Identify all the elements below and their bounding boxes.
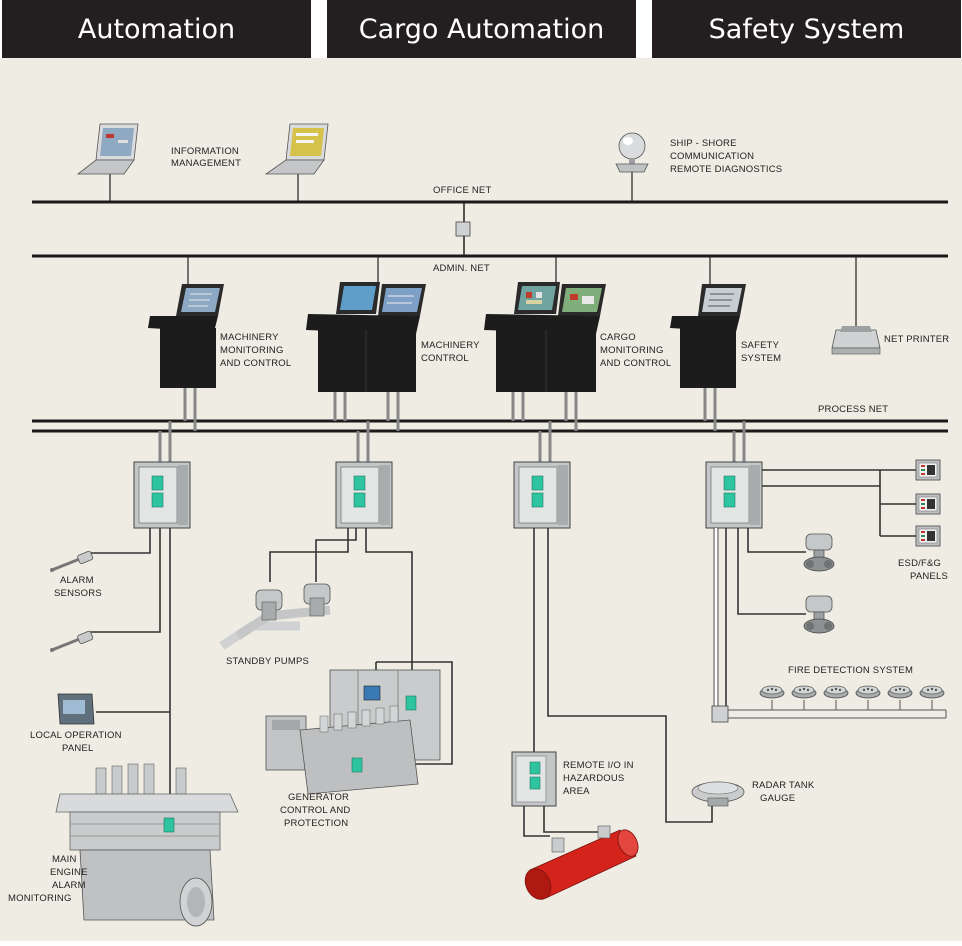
admin-net-label: ADMIN. NET	[433, 263, 490, 274]
svg-text:MACHINERY: MACHINERY	[421, 340, 480, 351]
alarm-sensor-icon	[48, 629, 95, 654]
esd-panels-label: ESD/F&G PANELS	[898, 558, 948, 582]
remote-io-cabinet	[511, 751, 557, 807]
safety-valve-icon	[803, 533, 835, 572]
svg-text:MONITORING: MONITORING	[8, 893, 72, 904]
safety-system-console	[670, 256, 746, 431]
network-diagram: OFFICE NET ADMIN. NET PROCESS NET INFORM…	[0, 58, 962, 941]
svg-text:REMOTE I/O IN: REMOTE I/O IN	[563, 760, 634, 771]
io-cabinet-machinery	[133, 461, 191, 529]
satellite-globe-icon	[615, 132, 649, 202]
fire-detector-icon	[919, 685, 945, 699]
svg-text:ALARM: ALARM	[60, 575, 94, 586]
safety-valve-icon	[803, 595, 835, 634]
printer-icon	[831, 256, 881, 355]
svg-text:ENGINE: ENGINE	[50, 867, 88, 878]
svg-text:PANEL: PANEL	[62, 743, 93, 754]
svg-text:CARGO: CARGO	[600, 332, 636, 343]
main-engine-label: MAIN ENGINE ALARM MONITORING	[8, 854, 88, 904]
machinery-monitoring-label: MACHINERY MONITORING AND CONTROL	[220, 332, 291, 369]
laptop-icon	[264, 123, 329, 202]
svg-text:ESD/F&G: ESD/F&G	[898, 558, 941, 569]
network-switch	[455, 202, 471, 256]
esd-panel-icon	[915, 459, 941, 481]
fire-detector-icon	[823, 685, 849, 699]
fire-detector-icon	[887, 685, 913, 699]
esd-panel-icon	[915, 493, 941, 515]
cargo-monitoring-label: CARGO MONITORING AND CONTROL	[600, 332, 671, 369]
svg-text:HAZARDOUS: HAZARDOUS	[563, 773, 624, 784]
machinery-control-console	[306, 256, 426, 431]
cargo-monitoring-console	[484, 256, 606, 431]
local-operation-panel-label: LOCAL OPERATION PANEL	[30, 730, 122, 754]
diagram-svg: OFFICE NET ADMIN. NET PROCESS NET INFORM…	[8, 123, 949, 927]
svg-text:PROTECTION: PROTECTION	[284, 818, 348, 829]
machinery-control-label: MACHINERY CONTROL	[421, 340, 480, 364]
svg-text:SENSORS: SENSORS	[54, 588, 102, 599]
standby-pumps-icon	[219, 583, 331, 650]
radar-gauge-icon	[691, 781, 745, 807]
alarm-sensors-label: ALARM SENSORS	[54, 575, 102, 599]
svg-text:MONITORING: MONITORING	[600, 345, 664, 356]
header-cargo-automation: Cargo Automation	[327, 0, 636, 58]
radar-tank-gauge-label: RADAR TANK GAUGE	[752, 780, 815, 804]
alarm-sensor-icon	[48, 549, 95, 574]
header-automation: Automation	[2, 0, 311, 58]
fire-detection-label: FIRE DETECTION SYSTEM	[788, 665, 913, 676]
fire-detector-icon	[855, 685, 881, 699]
fire-detector-icon	[791, 685, 817, 699]
hazardous-pipe-icon	[524, 825, 639, 900]
esd-panel-icon	[915, 525, 941, 547]
svg-text:MAIN: MAIN	[52, 854, 77, 865]
svg-text:COMMUNICATION: COMMUNICATION	[670, 151, 754, 162]
svg-text:GENERATOR: GENERATOR	[288, 792, 349, 803]
svg-text:SYSTEM: SYSTEM	[741, 353, 781, 364]
svg-text:AND CONTROL: AND CONTROL	[600, 358, 671, 369]
io-cabinet-generator	[335, 461, 393, 529]
standby-pumps-label: STANDBY PUMPS	[226, 656, 309, 667]
machinery-wiring	[88, 528, 171, 822]
svg-text:AND CONTROL: AND CONTROL	[220, 358, 291, 369]
svg-text:GAUGE: GAUGE	[760, 793, 795, 804]
svg-text:REMOTE DIAGNOSTICS: REMOTE DIAGNOSTICS	[670, 164, 782, 175]
svg-text:MONITORING: MONITORING	[220, 345, 284, 356]
svg-text:PANELS: PANELS	[910, 571, 948, 582]
cargo-wiring	[523, 528, 713, 837]
svg-text:LOCAL OPERATION: LOCAL OPERATION	[30, 730, 122, 741]
svg-text:SHIP - SHORE: SHIP - SHORE	[670, 138, 737, 149]
safety-system-label: SAFETY SYSTEM	[741, 340, 781, 364]
generator-icon	[265, 669, 441, 795]
office-net-label: OFFICE NET	[433, 185, 491, 196]
ship-shore-label: SHIP - SHORE COMMUNICATION REMOTE DIAGNO…	[670, 138, 782, 175]
header-safety-system: Safety System	[652, 0, 961, 58]
net-printer-label: NET PRINTER	[884, 334, 949, 345]
local-operation-panel-icon	[57, 693, 95, 725]
svg-text:MANAGEMENT: MANAGEMENT	[171, 158, 241, 169]
generator-control-label: GENERATOR CONTROL AND PROTECTION	[280, 792, 350, 829]
laptop-icon	[76, 123, 139, 202]
svg-text:CONTROL: CONTROL	[421, 353, 469, 364]
io-cabinet-safety	[705, 461, 763, 529]
remote-io-label: REMOTE I/O IN HAZARDOUS AREA	[563, 760, 634, 797]
svg-text:SAFETY: SAFETY	[741, 340, 780, 351]
svg-text:AREA: AREA	[563, 786, 590, 797]
svg-text:INFORMATION: INFORMATION	[171, 146, 239, 157]
info-management-label: INFORMATION MANAGEMENT	[171, 146, 241, 169]
io-cabinet-cargo	[513, 461, 571, 529]
svg-text:RADAR TANK: RADAR TANK	[752, 780, 815, 791]
svg-text:CONTROL AND: CONTROL AND	[280, 805, 350, 816]
safety-wiring	[725, 469, 916, 706]
cabinet-drops	[158, 421, 746, 462]
svg-text:MACHINERY: MACHINERY	[220, 332, 279, 343]
fire-detector-icon	[759, 685, 785, 699]
process-net-label: PROCESS NET	[818, 404, 888, 415]
safety-bus	[711, 528, 947, 723]
svg-text:ALARM: ALARM	[52, 880, 86, 891]
machinery-monitoring-console	[148, 256, 224, 431]
main-engine-icon	[55, 763, 239, 927]
